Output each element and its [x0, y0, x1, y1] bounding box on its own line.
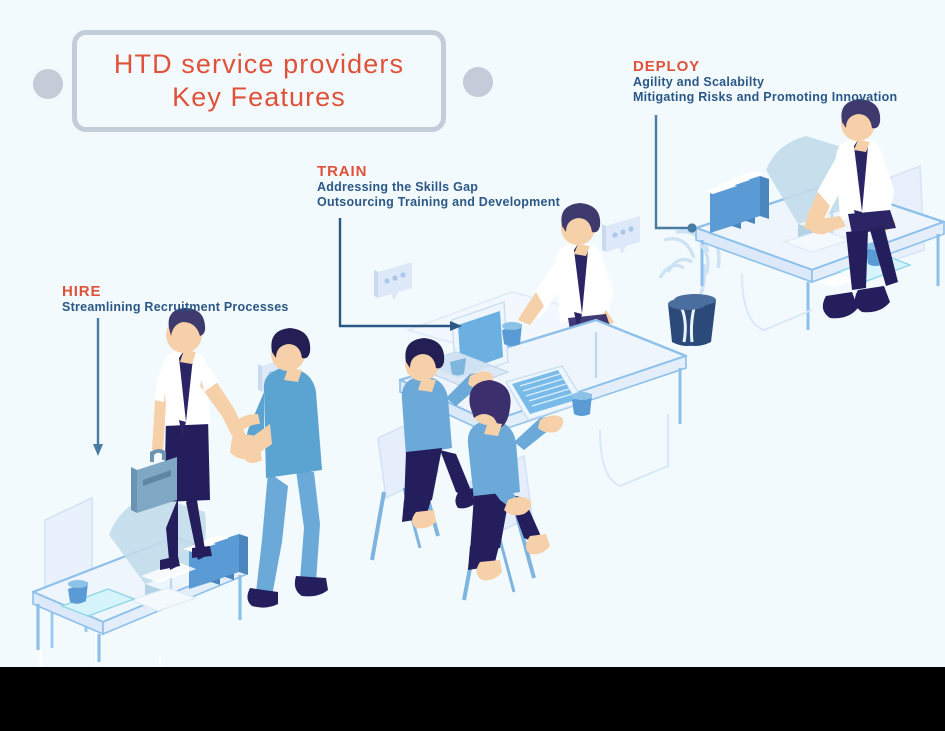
train-person-trainer — [518, 203, 614, 334]
title-line-2: Key Features — [172, 82, 346, 112]
stage-sub-train-2: Outsourcing Training and Development — [317, 195, 561, 209]
footer-black-bar — [0, 667, 945, 731]
stage-sub-deploy-1: Agility and Scalabilty — [633, 75, 765, 89]
connector-lines — [93, 115, 697, 456]
train-person-trainee-2 — [467, 380, 564, 581]
stage-sub-hire-1: Streamlining Recruitment Processes — [62, 300, 289, 314]
deploy-scene — [658, 99, 945, 346]
decor-circle-left — [33, 69, 63, 99]
handshake-icon — [230, 434, 263, 460]
decor-circle-right — [463, 67, 493, 97]
hire-person-recruiter — [131, 308, 260, 570]
connector-hire — [93, 318, 103, 456]
hire-person-candidate — [236, 328, 328, 608]
deploy-books — [704, 171, 769, 233]
stage-sub-deploy-2: Mitigating Risks and Promoting Innovatio… — [633, 90, 898, 104]
hire-cup — [68, 580, 88, 604]
hire-paper — [141, 562, 196, 583]
title-card: HTD service providers Key Features — [72, 30, 446, 132]
connector-train — [338, 218, 462, 331]
hire-mousepad — [60, 588, 136, 617]
hire-monitor — [109, 495, 206, 612]
stage-heading-deploy: DEPLOY — [633, 58, 701, 75]
stage-label-hire: HIRE Streamlining Recruitment Processes — [62, 283, 289, 315]
train-cup-back — [502, 322, 522, 346]
stage-heading-hire: HIRE — [62, 283, 102, 300]
stage-sub-train-1: Addressing the Skills Gap — [317, 180, 479, 194]
train-cup-small — [450, 358, 466, 376]
train-speech-bubble-left-icon — [374, 262, 412, 300]
train-cup-front — [572, 392, 592, 416]
train-laptop-right — [504, 365, 586, 421]
train-speech-bubble-right-icon — [602, 216, 640, 254]
hire-scene — [31, 308, 328, 662]
deploy-person — [804, 99, 898, 319]
deploy-plant — [658, 237, 710, 346]
train-scene — [370, 203, 721, 601]
stage-label-train: TRAIN Addressing the Skills Gap Outsourc… — [317, 163, 560, 210]
stage-heading-train: TRAIN — [317, 163, 368, 180]
title-line-1: HTD service providers — [113, 49, 405, 79]
train-person-trainee-1 — [401, 338, 494, 529]
connector-deploy — [654, 115, 697, 233]
stage-label-deploy: DEPLOY Agility and Scalabilty Mitigating… — [633, 58, 897, 105]
